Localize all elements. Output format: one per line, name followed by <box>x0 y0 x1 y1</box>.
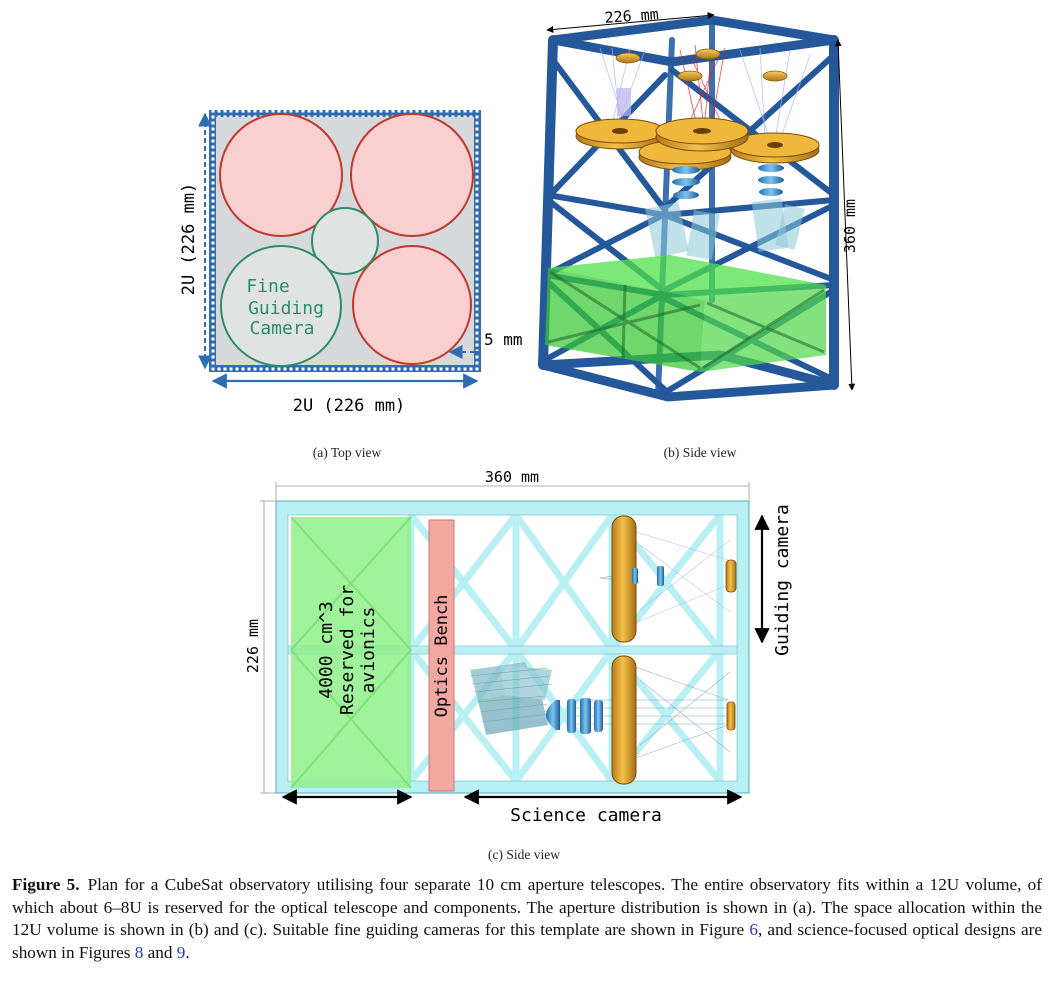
panel-c-side-view: 4000 cm^3 Reserved for avionics Optics B… <box>244 468 793 862</box>
figure-label: Figure 5. <box>12 875 80 894</box>
primary-mirrors <box>575 117 820 171</box>
figure-ref-8[interactable]: 8 <box>134 942 144 962</box>
panel-b-3d-view: 226 mm 360 mm (b) Side view <box>538 5 859 460</box>
b-height-label: 360 mm <box>841 199 859 253</box>
figure-ref-6[interactable]: 6 <box>749 920 758 939</box>
c-light-rays <box>575 529 731 761</box>
fgc-label-line3: Camera <box>249 318 314 339</box>
panel-a-top-view: Fine Guiding Camera 2U (226 mm) 2U (226 … <box>179 110 523 460</box>
b-width-label: 226 mm <box>604 5 659 27</box>
caption-text-1: Plan for a CubeSat observatory utilising… <box>12 875 1043 939</box>
margin-label: 5 mm <box>484 330 523 349</box>
avionics-label-line2: Reserved for <box>337 585 358 715</box>
aperture-top-right <box>350 113 474 237</box>
fgc-label-line1: Fine <box>246 276 289 297</box>
optics-bench-label: Optics Bench <box>432 595 452 718</box>
panel-c-caption: (c) Side view <box>488 847 560 862</box>
aperture-top-left <box>219 113 343 237</box>
c-optics-bench <box>428 519 455 792</box>
fine-guiding-camera-aperture <box>220 245 342 367</box>
science-camera-label: Science camera <box>510 805 662 826</box>
b-width-arrow <box>546 12 715 33</box>
figure-ref-9[interactable]: 9 <box>176 942 186 962</box>
panel-a-caption: (a) Top view <box>313 445 382 460</box>
aperture-bottom-right <box>352 245 472 365</box>
aperture-center-small <box>311 207 379 275</box>
avionics-block-3d <box>545 255 826 372</box>
c-width-label: 360 mm <box>485 468 539 486</box>
caption-text-3: and <box>147 942 173 962</box>
avionics-label-line3: avionics <box>358 607 379 694</box>
c-height-label: 226 mm <box>244 619 262 673</box>
panel-b-caption: (b) Side view <box>664 445 737 460</box>
c-lenses <box>546 566 664 734</box>
camera-lenses <box>645 164 805 260</box>
avionics-label-line1: 4000 cm^3 <box>316 601 337 699</box>
c-avionics-volume <box>291 517 411 788</box>
secondary-mirrors <box>615 48 788 116</box>
height-label: 2U (226 mm) <box>179 183 199 296</box>
caption-text-4: . <box>185 942 190 962</box>
b-height-arrow <box>834 39 856 391</box>
caption-text-2: , and science-focused optical designs ar… <box>12 920 1042 962</box>
c-science-prisms <box>469 662 553 735</box>
guiding-camera-label: Guiding camera <box>772 504 793 656</box>
fgc-label-line2: Guiding <box>248 298 324 319</box>
figure-caption: Figure 5.Plan for a CubeSat observatory … <box>12 874 1042 964</box>
width-label: 2U (226 mm) <box>293 396 406 416</box>
